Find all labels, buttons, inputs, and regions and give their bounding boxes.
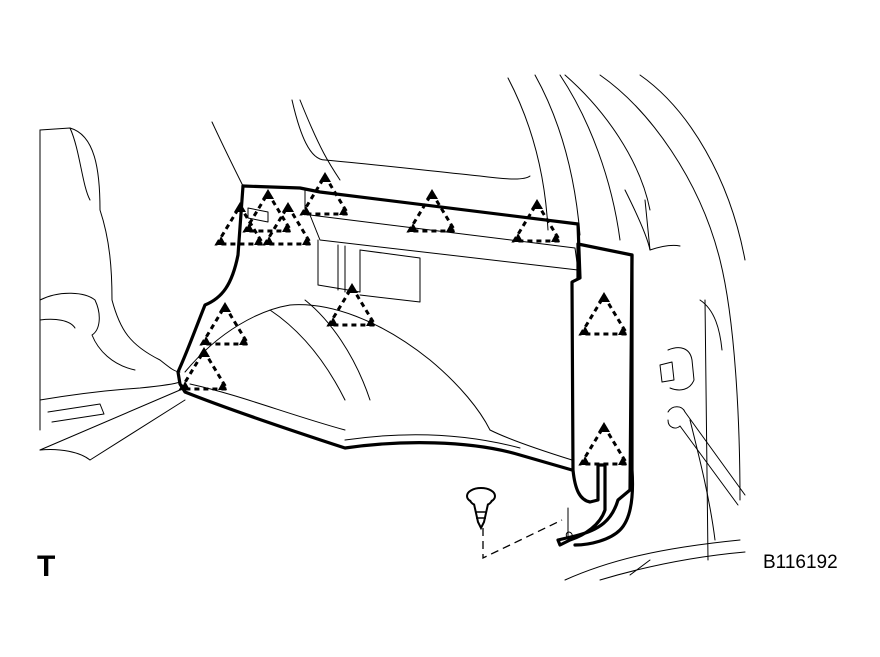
clip-marker-8 bbox=[178, 348, 230, 391]
push-clip-icon bbox=[466, 487, 496, 531]
clip-marker-group bbox=[178, 172, 630, 466]
clip-marker-apex-7 bbox=[219, 302, 231, 312]
clip-marker-corner-7-2 bbox=[202, 336, 211, 345]
clip-marker-corner-8-1 bbox=[218, 381, 227, 390]
clip-marker-9 bbox=[578, 293, 630, 336]
fastener-guide-line bbox=[482, 519, 563, 560]
clip-marker-corner-4-2 bbox=[409, 223, 418, 232]
clip-marker-1 bbox=[214, 203, 266, 246]
clip-marker-corner-3-2 bbox=[302, 206, 311, 215]
clip-marker-corner-8-2 bbox=[181, 381, 190, 390]
figure-code-label: B116192 bbox=[763, 552, 838, 573]
clip-marker-4 bbox=[406, 190, 458, 233]
clip-marker-corner-6-2 bbox=[329, 317, 338, 326]
clip-marker-corner-1-2 bbox=[217, 236, 226, 245]
clip-marker-7 bbox=[199, 303, 251, 346]
clip-marker-apex-4 bbox=[426, 189, 438, 199]
clip-marker-corner-2-1 bbox=[302, 236, 311, 245]
clip-marker-apex-2 bbox=[282, 202, 294, 212]
clip-marker-apex-5 bbox=[531, 199, 543, 209]
clip-marker-apex-10 bbox=[598, 422, 610, 432]
clip-marker-apex-11 bbox=[262, 189, 274, 199]
clip-marker-corner-5-2 bbox=[514, 233, 523, 242]
clip-marker-11 bbox=[242, 190, 294, 233]
clip-marker-apex-1 bbox=[234, 202, 246, 212]
view-marker-label: T bbox=[37, 550, 56, 583]
clip-marker-apex-3 bbox=[319, 172, 331, 182]
clip-marker-corner-1-1 bbox=[254, 236, 263, 245]
clip-marker-corner-7-1 bbox=[239, 336, 248, 345]
clip-marker-corner-10-1 bbox=[618, 456, 627, 465]
clip-marker-corner-9-2 bbox=[581, 326, 590, 335]
quarter-trim-panel bbox=[176, 184, 635, 547]
clip-marker-apex-8 bbox=[198, 347, 210, 357]
clip-marker-corner-10-2 bbox=[581, 456, 590, 465]
clip-marker-corner-3-1 bbox=[339, 206, 348, 215]
clip-marker-corner-2-2 bbox=[265, 236, 274, 245]
clip-marker-corner-4-1 bbox=[446, 223, 455, 232]
clip-marker-apex-6 bbox=[346, 283, 358, 293]
clip-marker-10 bbox=[578, 423, 630, 466]
clip-marker-corner-9-1 bbox=[618, 326, 627, 335]
clip-marker-2 bbox=[262, 203, 314, 246]
clip-marker-3 bbox=[299, 173, 351, 216]
clip-marker-corner-5-1 bbox=[551, 233, 560, 242]
clip-marker-corner-11-2 bbox=[245, 223, 254, 232]
clip-marker-5 bbox=[511, 200, 563, 243]
clip-marker-corner-6-1 bbox=[366, 317, 375, 326]
clip-marker-corner-11-1 bbox=[282, 223, 291, 232]
clip-marker-apex-9 bbox=[598, 292, 610, 302]
clip-marker-6 bbox=[326, 284, 378, 327]
vehicle-body-outline bbox=[39, 74, 746, 581]
